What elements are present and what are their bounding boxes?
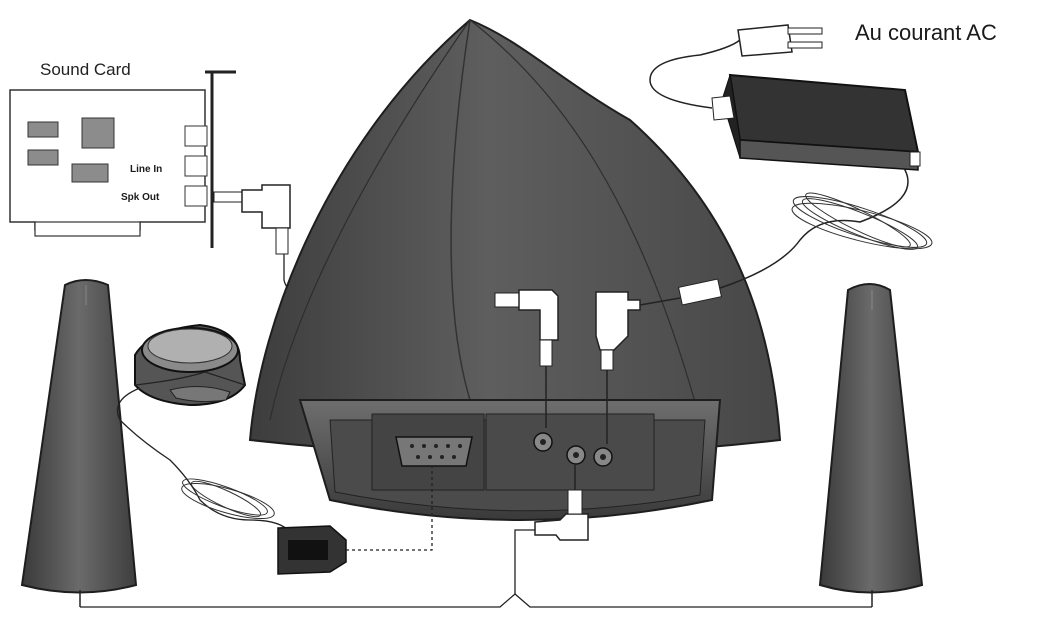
speaker-cable bbox=[80, 593, 872, 608]
jack-port bbox=[184, 125, 208, 147]
jack-port-spk-out bbox=[184, 185, 208, 207]
power-cable bbox=[639, 297, 681, 306]
sound-card bbox=[9, 70, 291, 255]
chip bbox=[27, 149, 59, 166]
coiled-cable bbox=[791, 192, 933, 250]
audio-plug bbox=[494, 289, 559, 428]
chip bbox=[81, 117, 115, 149]
card-bracket bbox=[205, 70, 236, 248]
jack-port-line-in bbox=[184, 155, 208, 177]
satellite-speaker-left bbox=[20, 279, 138, 607]
spk-out-label: Spk Out bbox=[121, 192, 160, 203]
control-connection-guide bbox=[346, 466, 433, 551]
control-cable bbox=[116, 387, 291, 533]
coiled-control-cable bbox=[181, 478, 275, 520]
line-in-label: Line In bbox=[130, 164, 163, 175]
satellite-plug bbox=[534, 465, 589, 541]
control-port bbox=[395, 436, 473, 467]
cable-ferrite bbox=[677, 278, 723, 306]
power-plug bbox=[595, 291, 641, 444]
sound-card-label: Sound Card bbox=[40, 60, 131, 79]
ac-adapter bbox=[711, 73, 921, 171]
card-edge-connector bbox=[34, 221, 141, 237]
ac-power-label: Au courant AC bbox=[855, 20, 997, 45]
chip bbox=[27, 121, 59, 138]
satellite-speaker-right bbox=[818, 283, 924, 607]
subwoofer bbox=[248, 18, 782, 521]
chip bbox=[71, 163, 109, 183]
control-plug bbox=[277, 525, 347, 575]
ac-plug bbox=[649, 24, 823, 109]
stereo-plug bbox=[213, 191, 243, 203]
control-pod bbox=[134, 323, 247, 407]
